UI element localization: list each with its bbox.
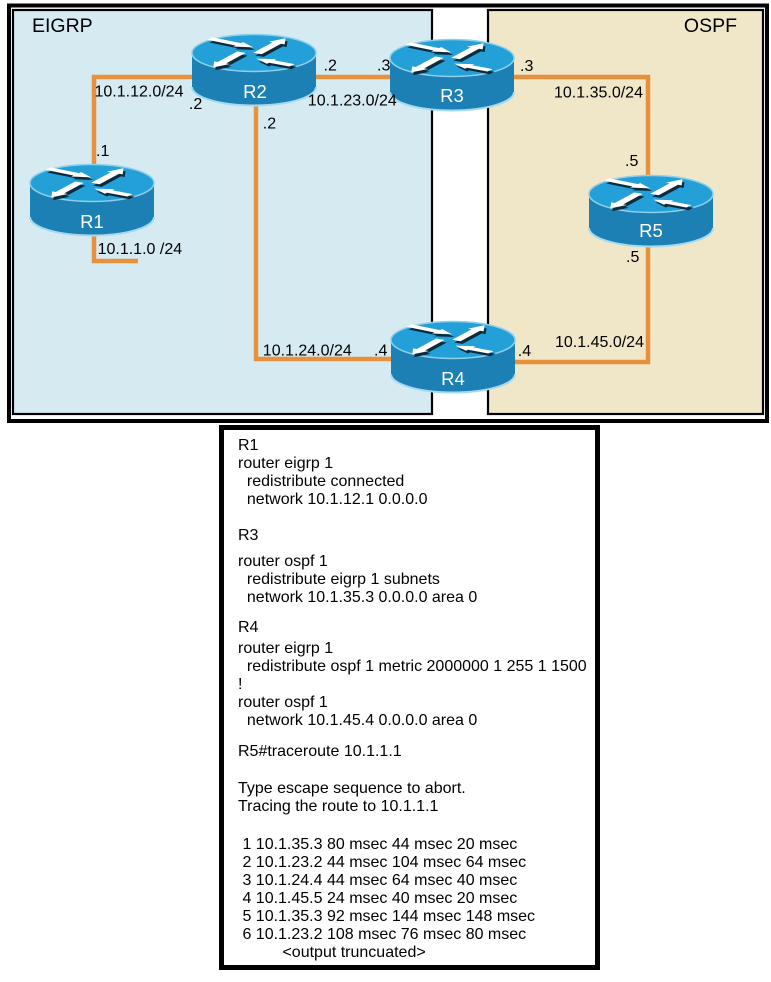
- svg-text:OSPF: OSPF: [684, 15, 737, 37]
- svg-text:R3: R3: [440, 85, 464, 106]
- svg-text:.1: .1: [96, 143, 109, 160]
- svg-text:.4: .4: [374, 342, 387, 359]
- svg-text:10.1.12.0/24: 10.1.12.0/24: [95, 84, 184, 101]
- svg-text:R4: R4: [441, 368, 465, 389]
- svg-text:.5: .5: [625, 153, 638, 170]
- svg-text:.2: .2: [189, 96, 202, 113]
- svg-text:.2: .2: [263, 116, 276, 133]
- svg-text:10.1.23.0/24: 10.1.23.0/24: [308, 93, 397, 110]
- svg-text:.2: .2: [324, 58, 337, 75]
- svg-text:R5: R5: [639, 220, 663, 241]
- svg-text:10.1.1.0 /24: 10.1.1.0 /24: [98, 241, 183, 258]
- svg-text:R2: R2: [243, 81, 267, 102]
- svg-text:EIGRP: EIGRP: [32, 15, 93, 37]
- svg-text:10.1.35.0/24: 10.1.35.0/24: [554, 84, 643, 101]
- svg-text:R1: R1: [80, 211, 104, 232]
- svg-text:.3: .3: [520, 58, 533, 75]
- svg-text:10.1.24.0/24: 10.1.24.0/24: [263, 342, 352, 359]
- svg-text:.3: .3: [377, 58, 390, 75]
- svg-text:.5: .5: [626, 249, 639, 266]
- svg-text:10.1.45.0/24: 10.1.45.0/24: [555, 334, 644, 351]
- svg-text:.4: .4: [518, 343, 531, 360]
